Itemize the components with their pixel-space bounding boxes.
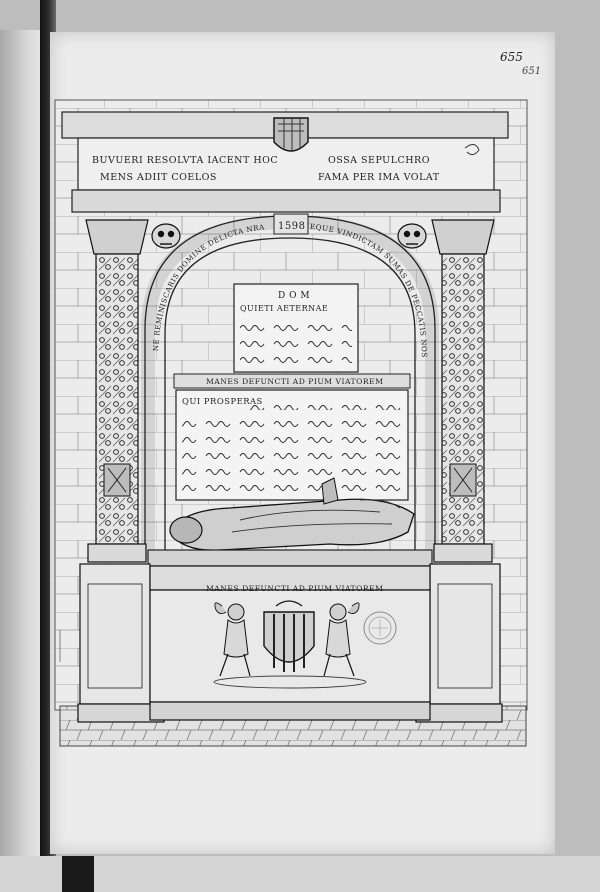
frieze-line-2-left: MENS ADIIT COELOS [100,172,217,183]
architrave [71,189,501,213]
binding-tail [62,856,94,892]
bishop-effigy [169,477,415,551]
inscription-band [173,373,411,389]
frieze-line-1-right: OSSA SEPULCHRO [328,155,430,166]
right-putto [323,602,360,677]
band-inscription: MANES DEFUNCTI AD PIUM VIATOREM [206,377,383,386]
left-column-capital [85,219,149,255]
scanner-bed [0,856,600,892]
frieze-line-1-left: BUVUERI RESOLVTA IACENT HOC [92,155,278,166]
left-putto [214,602,251,677]
base-inscription: MANES DEFUNCTI AD PIUM VIATOREM [206,584,383,593]
right-column-base [433,543,493,563]
right-skull-icon [397,223,427,249]
left-column [85,219,149,563]
putti-ground [213,675,367,689]
frieze-coat-of-arms [273,117,309,152]
frieze-scroll-ornament [464,144,480,156]
main-tablet-script [182,412,402,496]
upper-tablet-first-line: QUIETI AETERNAE [240,304,328,313]
facing-page-edge [0,30,46,860]
base-cornice [149,565,431,591]
frieze-line-2-right: FAMA PER IMA VOLAT [318,172,440,183]
mitre-icon [321,477,339,505]
right-column-shaft [441,253,485,545]
library-stamp [363,611,397,645]
base-coat-of-arms-icon [263,600,315,672]
right-column-capital [431,219,495,255]
arch-keystone [273,213,309,235]
effigy-head [169,516,203,544]
base-plinth [149,701,431,721]
folio-number: 655 [500,50,523,64]
left-skull-icon [151,223,181,249]
main-tablet-first-word: QUI PROSPERAS [182,396,263,406]
left-column-shaft [95,253,139,545]
folio-number-secondary: 651 [522,66,542,77]
left-pedestal [79,563,151,705]
arch-inner [164,237,416,560]
right-column [431,219,495,563]
right-putto-wing-icon [347,602,360,615]
upper-tablet-script [240,316,352,368]
sarcophagus-ledge [147,549,433,567]
arch-year: 1598 [278,221,305,232]
left-column-base [87,543,147,563]
left-putto-wing-icon [214,602,227,615]
right-pedestal [429,563,501,705]
upper-tablet-heading: D O M [278,291,310,301]
